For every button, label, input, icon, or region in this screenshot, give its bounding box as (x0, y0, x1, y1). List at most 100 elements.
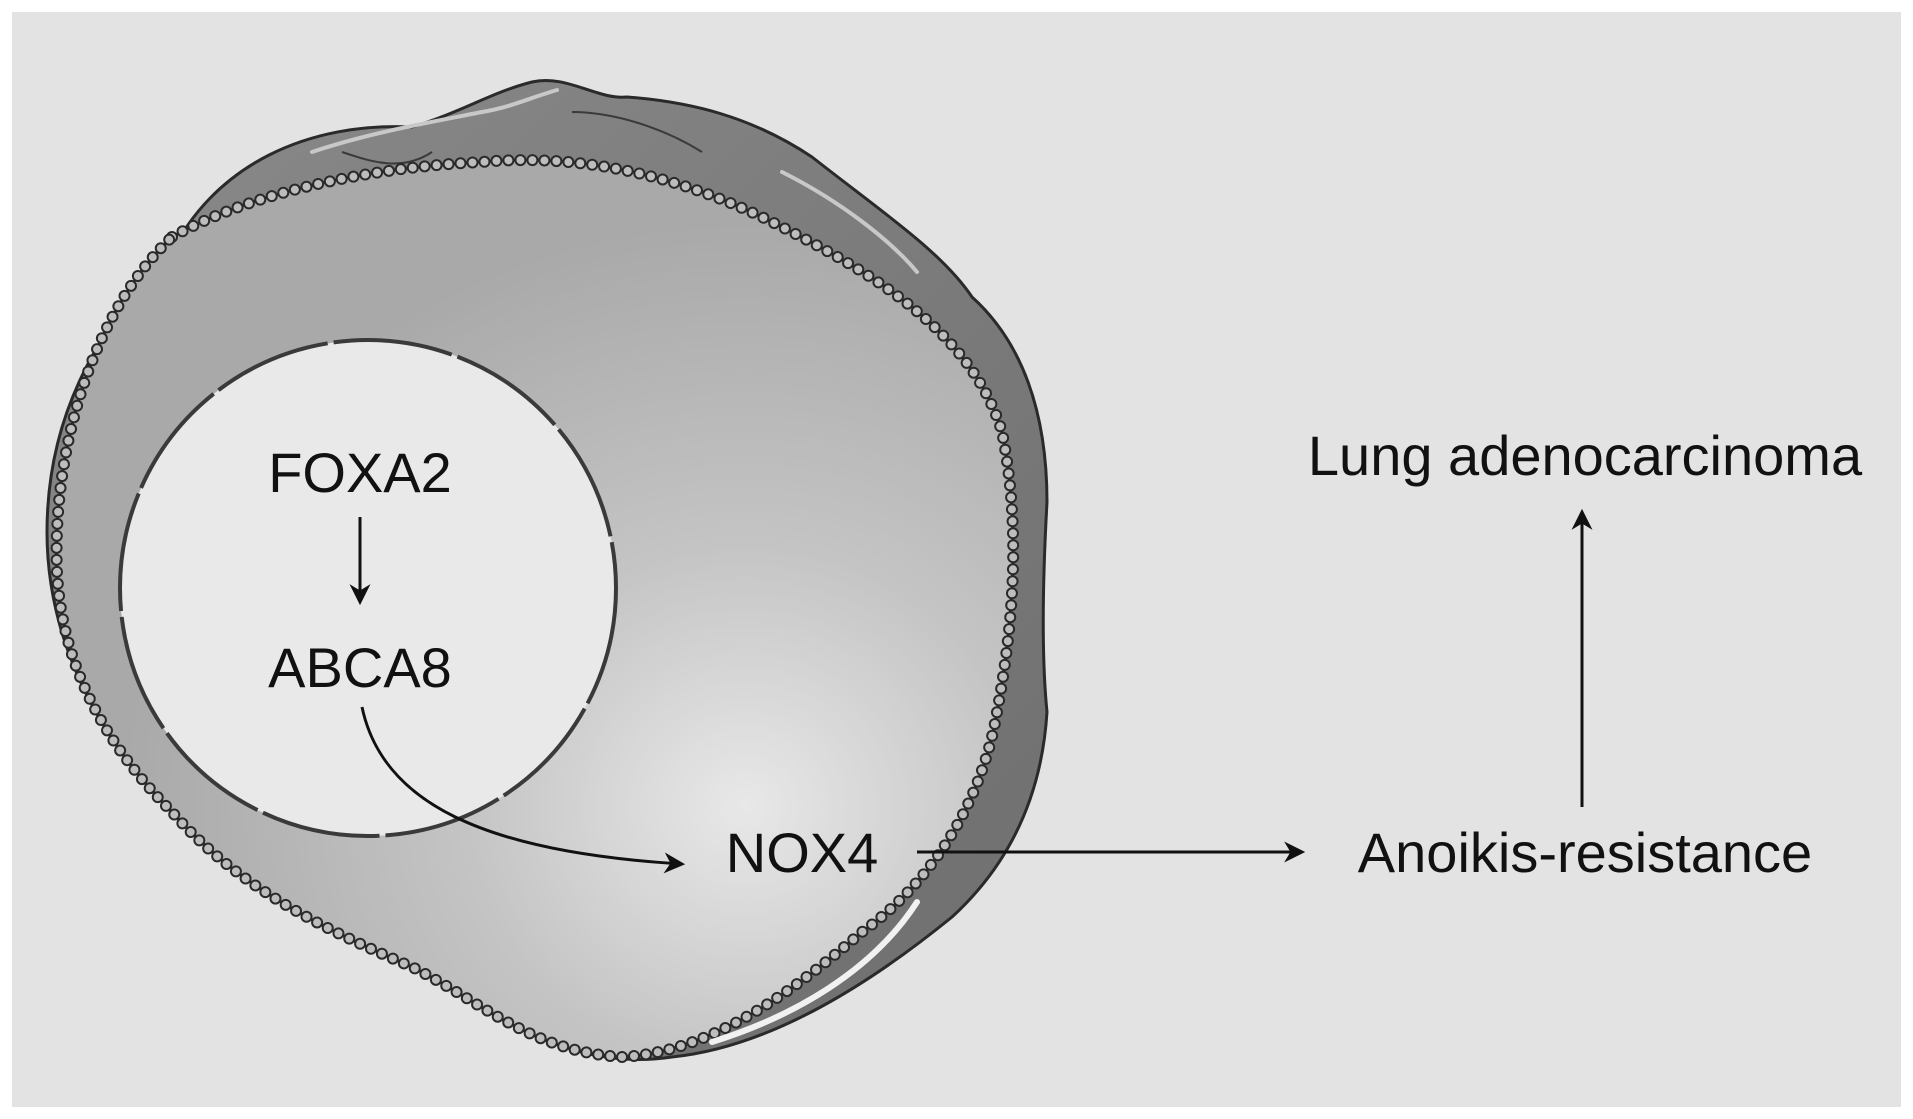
membrane-bead (300, 910, 313, 923)
membrane-bead (143, 782, 156, 795)
membrane-bead (460, 992, 473, 1005)
membrane-bead (937, 329, 950, 342)
membrane-bead (901, 297, 914, 310)
membrane-bead (917, 868, 930, 881)
membrane-bead (502, 1016, 515, 1029)
membrane-bead (994, 420, 1007, 433)
membrane-bead (639, 1048, 652, 1061)
membrane-bead (986, 729, 999, 742)
membrane-bead (1002, 467, 1015, 480)
membrane-bead (724, 197, 737, 210)
membrane-bead (674, 1040, 687, 1053)
membrane-bead (831, 251, 844, 264)
membrane-bead (757, 211, 770, 224)
cell-diagram: FOXA2 ABCA8 NOX4 Anoikis-resistance Lung… (45, 79, 1863, 1063)
membrane-bead (550, 155, 563, 168)
membrane-bead (290, 904, 303, 917)
membrane-bead (67, 411, 80, 424)
label-nox4: NOX4 (726, 821, 879, 884)
membrane-bead (101, 724, 114, 737)
membrane-bead (60, 446, 73, 459)
cell-highlight-right (780, 170, 919, 274)
membrane-bead (928, 321, 941, 334)
membrane-bead (74, 670, 87, 683)
membrane-bead (50, 565, 63, 578)
membrane-bead (983, 741, 996, 754)
membrane-bead (598, 160, 611, 173)
membrane-bead (184, 826, 197, 839)
membrane-bead (1001, 455, 1014, 468)
membrane-bead (490, 154, 503, 167)
membrane-bead (50, 529, 63, 542)
membrane-bead (967, 786, 980, 799)
membrane-bead (288, 183, 301, 196)
membrane-bead (592, 1048, 605, 1061)
membrane-bead (1006, 527, 1019, 540)
membrane-bead (891, 290, 904, 303)
membrane-bead (450, 986, 463, 999)
membrane-bead (545, 1036, 558, 1049)
membrane-bead (408, 962, 421, 975)
membrane-bead (154, 242, 167, 255)
membrane-bead (83, 692, 96, 705)
membrane-bead (534, 1032, 547, 1045)
membrane-bead (842, 257, 855, 270)
membrane-bead (82, 365, 95, 378)
membrane-bead (69, 659, 82, 672)
membrane-bead (265, 190, 278, 203)
membrane-bead (418, 160, 431, 173)
membrane-bead (979, 752, 992, 765)
membrane-bead (1005, 491, 1018, 504)
membrane-bead (514, 154, 527, 167)
membrane-bead (114, 744, 127, 757)
membrane-bead (139, 260, 152, 273)
membrane-bead (1006, 563, 1019, 576)
membrane-bead (1006, 575, 1019, 588)
membrane-bead (502, 154, 515, 167)
membrane-bead (51, 577, 64, 590)
membrane-bead (740, 1010, 753, 1023)
membrane-bead (819, 956, 832, 969)
cell-highlight-top (310, 88, 559, 154)
membrane-bead (1005, 503, 1018, 516)
membrane-bead (59, 625, 72, 638)
membrane-bead (375, 947, 388, 960)
membrane-bead (875, 910, 888, 923)
membrane-bead (202, 842, 215, 855)
diagram-canvas: FOXA2 ABCA8 NOX4 Anoikis-resistance Lung… (12, 12, 1901, 1107)
membrane-bead (146, 251, 159, 264)
membrane-bead (993, 694, 1006, 707)
membrane-bead (94, 714, 107, 727)
cytoplasm-shine (709, 899, 920, 1045)
membrane-bead (821, 245, 834, 258)
membrane-bead (193, 834, 206, 847)
membrane-bead (1000, 646, 1013, 659)
membrane-bead (440, 979, 453, 992)
membrane-bead (574, 157, 587, 170)
membrane-bead (168, 808, 181, 821)
membrane-bead (847, 933, 860, 946)
membrane-bead (471, 998, 484, 1011)
membrane-bead (51, 517, 64, 530)
membrane-bead (211, 850, 224, 863)
membrane-bead (311, 916, 324, 929)
membrane-bead (735, 201, 748, 214)
membrane-bead (125, 279, 138, 292)
membrane-bead (901, 886, 914, 899)
membrane-bead (62, 636, 75, 649)
membrane-bead (89, 703, 102, 716)
membrane-bead (945, 829, 958, 842)
membrane-bead (828, 948, 841, 961)
membrane-bead (945, 338, 958, 351)
membrane-bead (909, 877, 922, 890)
membrane-bead (771, 991, 784, 1004)
membrane-bead (995, 682, 1008, 695)
membrane-bead (884, 903, 897, 916)
membrane-bead (713, 192, 726, 205)
membrane-bead (810, 963, 823, 976)
membrane-bead (1004, 611, 1017, 624)
membrane-bead (312, 177, 325, 190)
membrane-bead (239, 872, 252, 885)
label-lung-adenocarcinoma: Lung adenocarcinoma (1308, 424, 1863, 487)
membrane-bead (50, 553, 63, 566)
